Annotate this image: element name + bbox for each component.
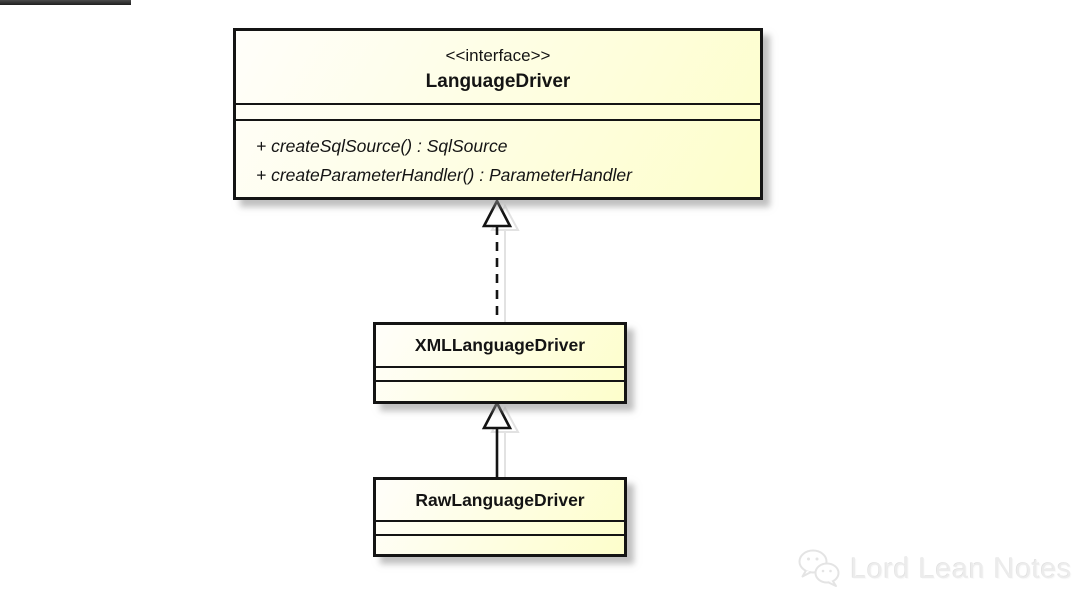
watermark: Lord Lean Notes	[796, 548, 1072, 590]
interface-name: LanguageDriver	[425, 70, 571, 92]
generalization-arrow	[481, 400, 513, 479]
class-fields-compartment	[376, 522, 624, 536]
class-name: XMLLanguageDriver	[376, 325, 624, 368]
interface-fields-compartment	[236, 105, 760, 121]
class-box-rawlanguagedriver: RawLanguageDriver	[373, 477, 627, 557]
interface-title-compartment: <<interface>> LanguageDriver	[236, 31, 760, 105]
watermark-text: Lord Lean Notes	[850, 552, 1072, 585]
wechat-icon	[798, 549, 840, 587]
class-fields-compartment	[376, 368, 624, 382]
realization-arrow	[481, 198, 513, 324]
interface-methods-compartment: + createSqlSource() : SqlSource + create…	[236, 121, 760, 190]
interface-stereotype: <<interface>>	[445, 45, 551, 65]
arrow-shadows	[490, 203, 520, 479]
interface-class-box: <<interface>> LanguageDriver + createSql…	[233, 28, 763, 200]
class-name: RawLanguageDriver	[376, 480, 624, 522]
interface-method: + createSqlSource() : SqlSource	[256, 136, 508, 156]
top-left-bar	[0, 0, 131, 5]
interface-method: + createParameterHandler() : ParameterHa…	[256, 165, 632, 185]
class-box-xmllanguagedriver: XMLLanguageDriver	[373, 322, 627, 404]
